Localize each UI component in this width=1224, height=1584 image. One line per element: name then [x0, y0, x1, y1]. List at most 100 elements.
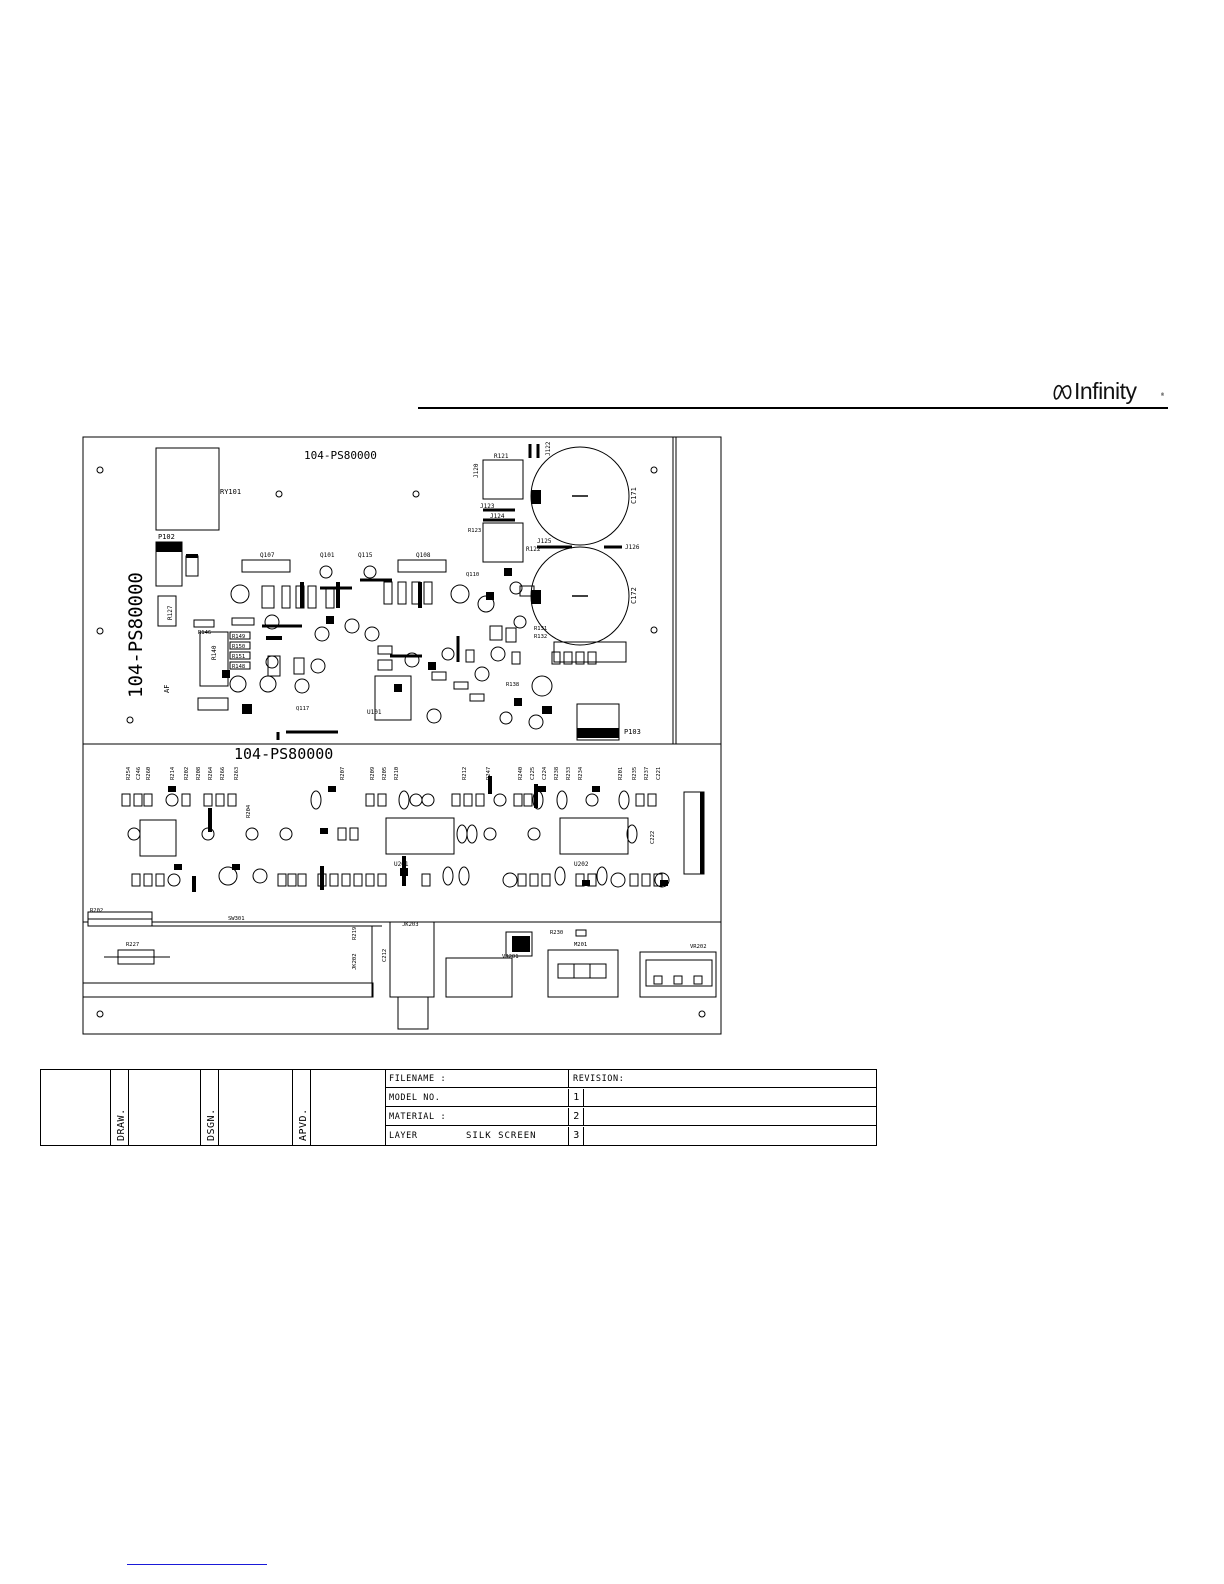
svg-text:U202: U202	[574, 861, 589, 868]
svg-text:R138: R138	[506, 682, 519, 688]
pot-vr201	[639, 951, 717, 998]
svg-text:Q108: Q108	[416, 552, 431, 559]
pot-vr202	[547, 949, 619, 998]
tb-blank-1	[41, 1070, 111, 1145]
tb-row-filename: FILENAME : REVISION:	[386, 1070, 876, 1088]
svg-text:J125: J125	[537, 538, 552, 545]
svg-text:R212: R212	[462, 767, 468, 780]
rev-3-value	[585, 1127, 876, 1145]
model-label: MODEL NO.	[386, 1089, 569, 1106]
layer-cell: LAYER SILK SCREEN	[386, 1127, 569, 1145]
svg-text:R233: R233	[566, 767, 572, 780]
svg-text:Q101: Q101	[320, 552, 335, 559]
svg-text:R263: R263	[234, 767, 240, 780]
capacitor-c171: C171	[530, 446, 638, 546]
svg-text:J126: J126	[625, 544, 640, 551]
svg-text:J123: J123	[480, 503, 495, 510]
side-strip-outline	[675, 436, 722, 745]
lower-labels: R254 C246 R260 R214 R202 R208 R264 R266 …	[90, 766, 707, 970]
registered-mark: ®	[1160, 392, 1164, 398]
ic-u202	[559, 817, 629, 855]
pcb-silkscreen: 104-PS80000 104-PS80000 104-PS80000 AF R…	[82, 436, 722, 1035]
svg-text:R202: R202	[90, 908, 103, 914]
relay-outline	[155, 447, 220, 531]
svg-text:R122: R122	[526, 546, 541, 553]
svg-text:R150: R150	[232, 644, 245, 650]
svg-text:R254: R254	[126, 766, 132, 780]
svg-text:C224: C224	[542, 766, 548, 780]
svg-text:R219: R219	[352, 927, 358, 940]
svg-text:C212: C212	[382, 949, 388, 962]
svg-text:R204: R204	[246, 804, 252, 818]
rev-1-value	[585, 1089, 876, 1106]
svg-text:C222: C222	[650, 831, 656, 844]
svg-text:R238: R238	[554, 767, 560, 780]
tb-blank-2	[129, 1070, 201, 1145]
svg-text:R148: R148	[232, 664, 245, 670]
svg-text:R237: R237	[644, 767, 650, 780]
part-number-top: 104-PS80000	[304, 449, 377, 462]
svg-text:M201: M201	[574, 942, 587, 948]
plug-p102-label: P102	[158, 533, 175, 541]
tb-row-layer: LAYER SILK SCREEN 3	[386, 1127, 876, 1145]
svg-text:J124: J124	[490, 513, 505, 520]
svg-text:R234: R234	[578, 766, 584, 780]
svg-text:J122: J122	[545, 441, 552, 456]
svg-text:R260: R260	[146, 767, 152, 780]
svg-text:R209: R209	[370, 767, 376, 780]
design-label: DSGN.	[201, 1070, 219, 1145]
svg-text:JK203: JK203	[402, 922, 419, 928]
svg-text:R205: R205	[382, 767, 388, 780]
tb-row-model: MODEL NO. 1	[386, 1089, 876, 1107]
svg-text:R264: R264	[208, 766, 214, 780]
revision-label: REVISION:	[573, 1074, 625, 1084]
footer-link-underline[interactable]	[127, 1564, 267, 1565]
infinity-logo-icon	[1053, 384, 1072, 400]
svg-text:J120: J120	[473, 463, 480, 478]
svg-text:R210: R210	[394, 767, 400, 780]
brand-wordmark: Infinity	[1074, 378, 1137, 404]
svg-text:VR202: VR202	[690, 944, 707, 950]
lower-solder-marks	[168, 776, 668, 892]
upper-small-parts	[185, 555, 597, 730]
svg-text:R149: R149	[232, 634, 245, 640]
svg-text:R202: R202	[184, 767, 190, 780]
svg-text:R208: R208	[196, 767, 202, 780]
svg-text:R214: R214	[170, 766, 176, 780]
svg-text:R146: R146	[198, 630, 211, 636]
jack-jk202	[389, 921, 435, 998]
svg-text:R132: R132	[534, 634, 547, 640]
svg-text:R127: R127	[167, 605, 174, 620]
lower-caps	[127, 790, 670, 888]
svg-text:R131: R131	[534, 626, 547, 632]
svg-text:Q110: Q110	[466, 572, 479, 578]
svg-text:C246: C246	[136, 767, 142, 780]
rev-number-3: 3	[570, 1127, 584, 1145]
layer-label: LAYER	[389, 1131, 418, 1141]
svg-text:C171: C171	[630, 487, 638, 504]
header-rule	[418, 407, 1168, 409]
mounting-holes	[96, 466, 706, 1018]
svg-text:Q117: Q117	[296, 706, 309, 712]
filename-label: FILENAME :	[386, 1070, 569, 1087]
svg-text:R140: R140	[211, 645, 218, 660]
svg-text:JK202: JK202	[352, 953, 358, 970]
svg-text:R151: R151	[232, 654, 245, 660]
svg-text:SW301: SW301	[228, 916, 245, 922]
layer-value: SILK SCREEN	[466, 1131, 537, 1141]
title-block: DRAW. DSGN. APVD. FILENAME : REVISION: M…	[40, 1069, 877, 1146]
svg-text:R230: R230	[550, 930, 563, 936]
svg-text:U201: U201	[394, 861, 409, 868]
svg-text:U101: U101	[367, 709, 382, 716]
tb-blank-3	[219, 1070, 293, 1145]
plug-p103	[576, 703, 620, 741]
svg-text:R235: R235	[632, 767, 638, 780]
rev-number-1: 1	[570, 1089, 584, 1106]
svg-text:C172: C172	[630, 587, 638, 604]
svg-text:R121: R121	[494, 453, 509, 460]
svg-text:R266: R266	[220, 767, 226, 780]
material-label: MATERIAL :	[386, 1108, 569, 1125]
svg-text:Q115: Q115	[358, 552, 373, 559]
svg-text:R247: R247	[486, 767, 492, 780]
tb-row-material: MATERIAL : 2	[386, 1108, 876, 1126]
